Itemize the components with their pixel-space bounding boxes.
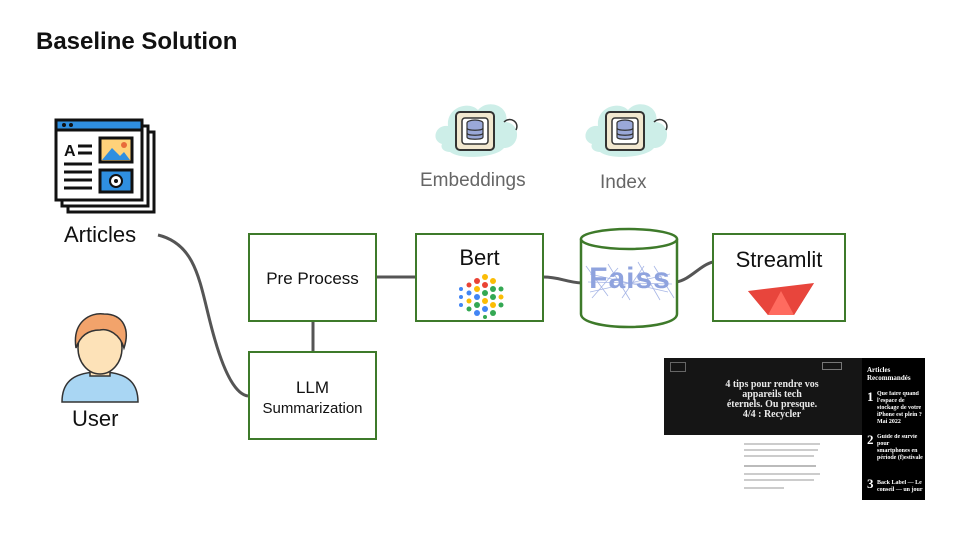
llm-label: LLM [295,378,330,397]
recommended-item-number: 1 [867,389,874,404]
faiss-logo: Faiss [589,262,671,295]
streamlit-label: Streamlit [735,247,823,272]
embeddings-database-icon [432,100,520,164]
preprocess-box: Pre Process [248,233,377,322]
article-text-line [744,443,820,445]
article-text-line [744,487,784,489]
recommended-item-text[interactable]: Que faire quand l'espace de stockage de … [877,391,922,425]
embeddings-label: Embeddings [420,170,526,191]
article-headline: 4 tips pour rendre vos appareils tech ét… [725,379,819,420]
page-title: Baseline Solution [36,28,238,55]
recommended-item-text[interactable]: Back Label — Le conseil — un jour [877,480,923,493]
user-icon [58,308,142,404]
article-text-line [744,473,820,475]
article-text-line [744,465,816,467]
svg-text:A: A [64,143,76,160]
bert-label: Bert [459,245,500,270]
bert-dots-icon [457,273,505,319]
index-label: Index [600,172,647,193]
article-text-line [744,449,818,451]
faiss-to-streamlit-connector [675,260,714,284]
articles-label: Articles [64,222,137,247]
app-screenshot-body [664,435,862,500]
streamlit-box: Streamlit [712,233,846,322]
app-screenshot-header: 4 tips pour rendre vos appareils tech ét… [664,358,862,435]
app-nav-button [822,362,842,370]
recommended-item-text[interactable]: Guide de survie pour smartphones en péri… [877,434,923,461]
user-label: User [72,406,119,431]
recommended-title: Articles Recommandés [867,366,911,382]
articles-to-llm-connector [157,233,249,398]
articles-icon: A [54,118,160,218]
recommended-item-number: 2 [867,432,874,447]
index-database-icon [582,100,670,164]
summarization-label: Summarization [262,400,363,417]
recommended-item-number: 3 [867,476,874,491]
preprocess-label: Pre Process [266,269,359,288]
article-text-line [744,455,814,457]
streamlit-boat-icon [746,277,816,317]
faiss-cylinder: Faiss [578,226,680,330]
llm-box: LLM Summarization [248,351,377,440]
app-logo [670,362,686,372]
recommended-sidebar: Articles Recommandés 1 Que faire quand l… [862,358,925,500]
bert-box: Bert [415,233,544,322]
bert-to-faiss-connector [542,275,583,285]
article-text-line [744,479,814,481]
